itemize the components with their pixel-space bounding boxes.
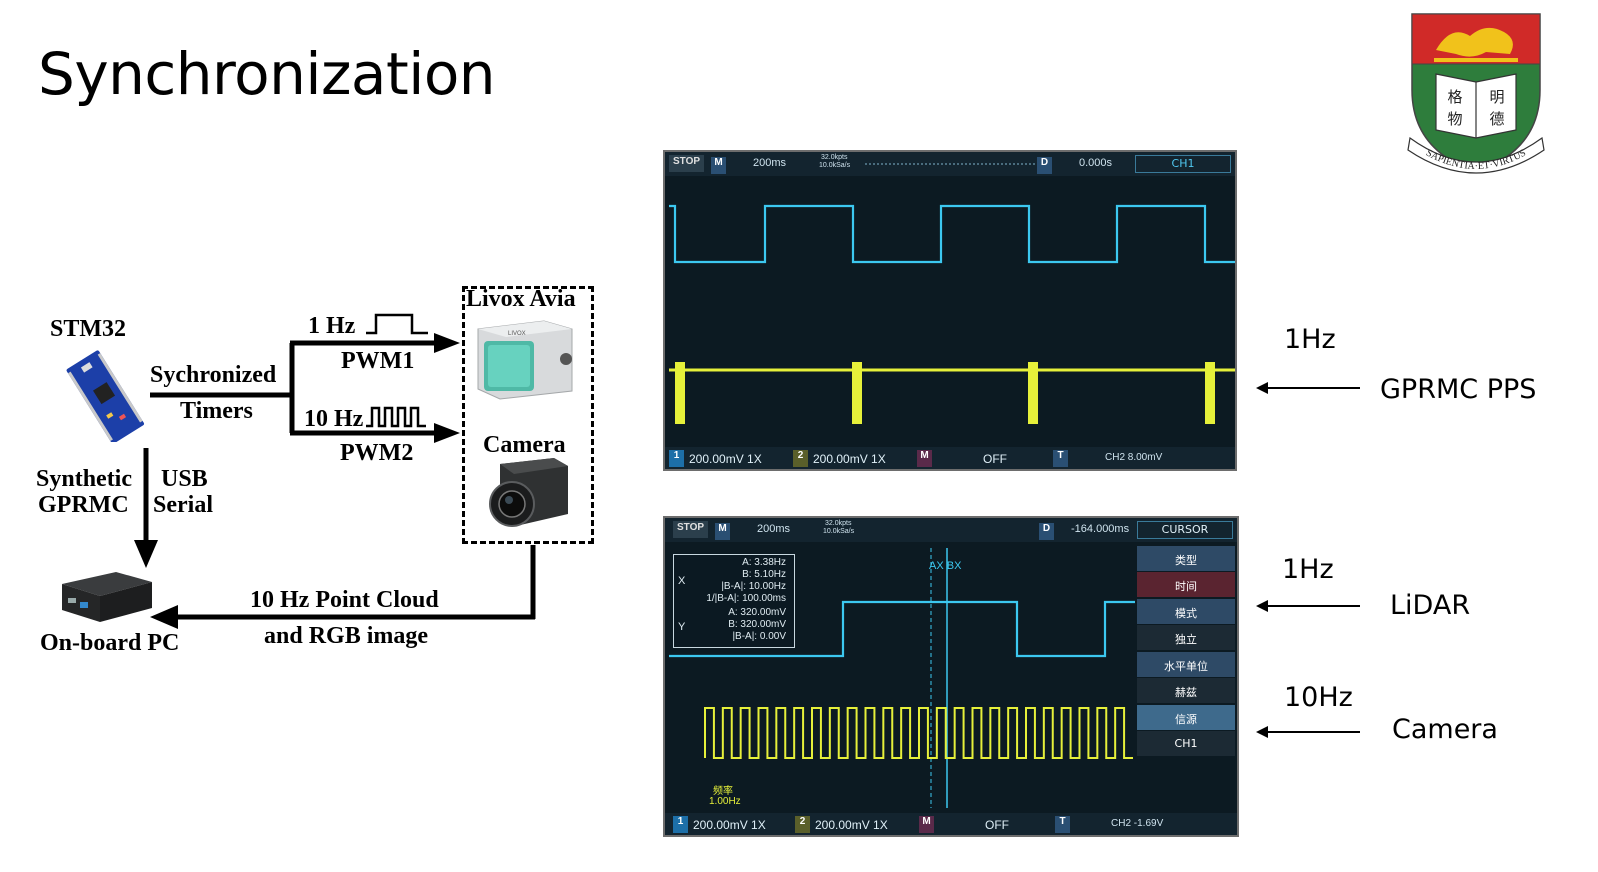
cursor-readout: X Y A: 3.38Hz B: 5.10Hz |B-A|: 10.00Hz 1… (673, 554, 795, 648)
livox-avia-image: LIVOX (477, 320, 573, 400)
scope1-m-indicator: M (711, 157, 726, 174)
scope2-mode-box: CURSOR (1137, 521, 1233, 539)
10hz-label: 10 Hz (304, 406, 364, 432)
camera-signal-label: Camera (1392, 714, 1498, 745)
scope2-bottom-bar: 1 200.00mV 1X 2 200.00mV 1X M OFF T CH2 … (665, 813, 1237, 835)
cursor-y-label: Y (678, 621, 686, 633)
scope2-stop-status: STOP (673, 521, 709, 538)
scope1-stop-status: STOP (669, 155, 705, 172)
point-cloud-label: 10 Hz Point Cloud (250, 587, 439, 613)
frequency-label: 频率 (713, 786, 733, 797)
serial-label: Serial (153, 492, 213, 518)
scope2-delay: -164.000ms (1071, 523, 1130, 535)
gprmc-label: GPRMC (38, 492, 129, 518)
cursor-y-delta: |B-A|: 0.00V (732, 631, 786, 642)
gprmc-pps-label: GPRMC PPS (1380, 374, 1537, 405)
scope2-kpts: 32.0kpts (825, 520, 852, 527)
cursor-x-inverse: 1/|B-A|: 100.00ms (706, 593, 786, 604)
cursor-menu: 类型 时间 模式 独立 水平单位 赫兹 信源 CH1 (1137, 546, 1235, 758)
camera-frequency-label: 10Hz (1284, 682, 1353, 713)
oscilloscope-screen-2: STOP M 200ms 32.0kpts 10.0kSa/s D -164.0… (663, 516, 1239, 837)
scope1-math-indicator: M (917, 450, 932, 467)
scope1-math-state: OFF (983, 452, 1007, 466)
sensor-group-box (462, 286, 594, 544)
scope1-d-indicator: D (1037, 157, 1052, 174)
usb-label: USB (161, 466, 208, 492)
menu-mode-value[interactable]: 独立 (1137, 625, 1235, 650)
scope2-math-state: OFF (985, 818, 1009, 832)
livox-brand-text: LIVOX (508, 331, 526, 337)
scope1-ch2-number: 2 (793, 450, 808, 467)
scope1-ch1-scale: 200.00mV 1X (689, 452, 762, 466)
cursor-y-a: A: 320.00mV (728, 607, 786, 618)
scope1-trigger-indicator: T (1053, 450, 1068, 467)
scope2-ch1-scale: 200.00mV 1X (693, 818, 766, 832)
stm32-board-image (66, 350, 144, 442)
crest-char-3: 物 (1447, 110, 1462, 128)
cursor-y-b: B: 320.00mV (728, 619, 786, 630)
cursor-x-a: A: 3.38Hz (742, 557, 786, 568)
scope2-timebase: 200ms (757, 523, 791, 535)
scope2-ch2-scale: 200.00mV 1X (815, 818, 888, 832)
scope2-top-bar: STOP M 200ms 32.0kpts 10.0kSa/s D -164.0… (665, 518, 1237, 542)
cursor-x-b: B: 5.10Hz (742, 569, 786, 580)
rgb-image-label: and RGB image (264, 623, 429, 649)
pwm1-label: PWM1 (341, 348, 415, 374)
scope1-kpts: 32.0kpts (821, 154, 848, 161)
menu-unit-header[interactable]: 水平单位 (1137, 652, 1235, 677)
onboard-pc-label: On-board PC (40, 630, 180, 656)
menu-type-header[interactable]: 类型 (1137, 546, 1235, 571)
scope2-d-indicator: D (1039, 523, 1054, 540)
lidar-frequency-label: 1Hz (1282, 554, 1334, 585)
menu-unit-value[interactable]: 赫兹 (1137, 678, 1235, 703)
menu-source-value[interactable]: CH1 (1137, 731, 1235, 756)
1hz-label: 1 Hz (308, 313, 356, 339)
cursor-x-delta: |B-A|: 10.00Hz (721, 581, 786, 592)
stm32-label: STM32 (50, 316, 127, 342)
scope2-traces (669, 548, 1135, 808)
scope1-timebase: 200ms (753, 157, 787, 169)
crest-char-1: 格 (1447, 88, 1462, 106)
scope1-sample-rate: 10.0kSa/s (819, 162, 851, 169)
crest-char-4: 德 (1489, 110, 1504, 128)
scope2-ch1-number: 1 (673, 816, 688, 833)
right-arrows (1256, 382, 1360, 738)
scope2-ch2-number: 2 (795, 816, 810, 833)
cursor-x-label: X (678, 575, 686, 587)
scope1-ch1-number: 1 (669, 450, 684, 467)
scope1-trigger-level: CH2 8.00mV (1105, 452, 1163, 463)
pps-frequency-label: 1Hz (1284, 324, 1336, 355)
camera-image (489, 458, 568, 527)
crest-char-2: 明 (1489, 88, 1504, 106)
menu-mode-header[interactable]: 模式 (1137, 599, 1235, 624)
scope2-math-indicator: M (919, 816, 934, 833)
menu-type-value[interactable]: 时间 (1137, 572, 1235, 597)
cursor-ab-tag: AX BX (929, 560, 962, 572)
scope1-mode-box: CH1 (1135, 155, 1231, 173)
camera-label: Camera (483, 432, 566, 458)
oscilloscope-screen-1: STOP M 200ms 32.0kpts 10.0kSa/s D 0.000s… (663, 150, 1237, 471)
sync-diagram-lines (134, 313, 536, 629)
scope1-ch2-scale: 200.00mV 1X (813, 452, 886, 466)
scope2-trigger-level: CH2 -1.69V (1111, 818, 1164, 829)
pwm2-label: PWM2 (340, 440, 414, 466)
lidar-label: LiDAR (1390, 590, 1471, 621)
university-crest-logo: 格 明 物 德 SAPIENTIA·ET·VIRTUS (1407, 13, 1545, 174)
scope1-delay: 0.000s (1079, 157, 1113, 169)
onboard-pc-image (62, 572, 152, 622)
livox-avia-label: Livox Avia (466, 286, 576, 312)
scope2-m-indicator: M (715, 523, 730, 540)
synced-timers-label-2: Timers (180, 398, 253, 424)
synced-timers-label: Sychronized (150, 362, 277, 388)
frequency-value: 1.00Hz (709, 796, 741, 807)
scope1-traces (669, 163, 1235, 424)
scope2-trigger-indicator: T (1055, 816, 1070, 833)
scope2-sample-rate: 10.0kSa/s (823, 528, 855, 535)
menu-source-header[interactable]: 信源 (1137, 705, 1235, 730)
synthetic-label: Synthetic (36, 466, 132, 492)
scope1-bottom-bar: 1 200.00mV 1X 2 200.00mV 1X M OFF T CH2 … (665, 447, 1235, 469)
page-title: Synchronization (38, 40, 496, 108)
